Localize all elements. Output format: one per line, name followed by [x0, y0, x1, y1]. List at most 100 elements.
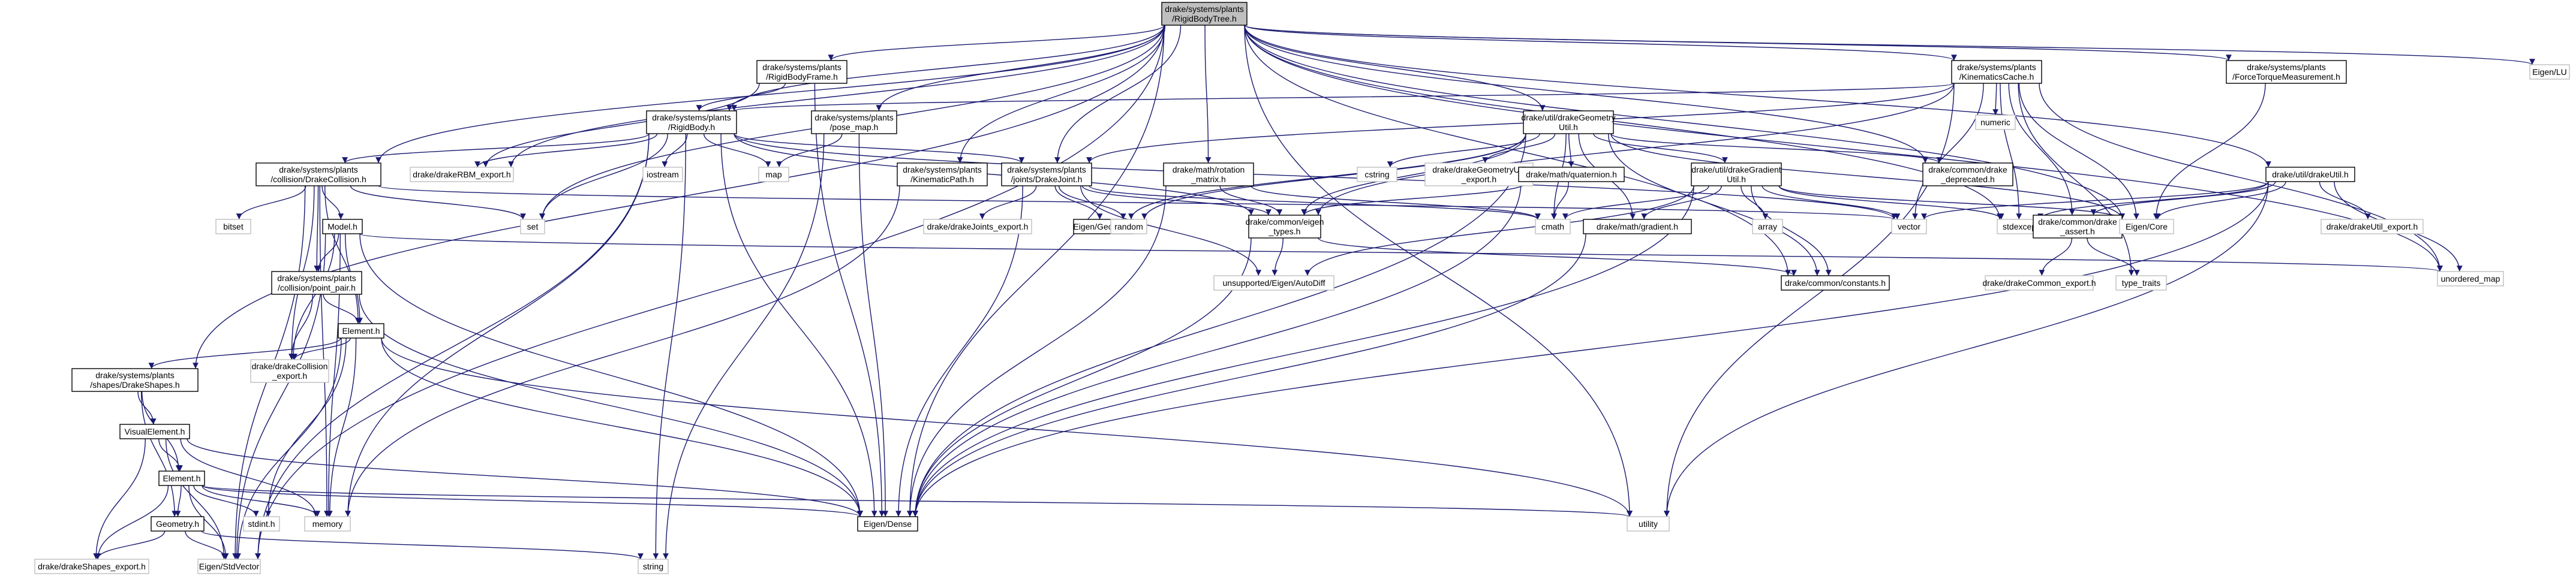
file-node-drakecoll[interactable]: drake/systems/plants/collision/DrakeColl… — [256, 162, 381, 186]
node-box — [811, 110, 897, 134]
node-box — [250, 359, 329, 383]
node-label: drake/common/drake — [2038, 217, 2117, 227]
node-box — [215, 219, 251, 234]
node-label: Eigen/LU — [2532, 67, 2567, 77]
file-node-memory: memory — [304, 516, 351, 532]
dependency-edge — [1593, 133, 1728, 164]
file-node-model[interactable]: Model.h — [322, 219, 363, 234]
file-node-kinpath[interactable]: drake/systems/plants/KinematicPath.h — [897, 162, 988, 186]
node-label: VisualElement.h — [125, 427, 185, 436]
node-label: drake/drakeCommon_export.h — [1982, 278, 2096, 288]
node-label: numeric — [1980, 117, 2010, 127]
file-node-deprecated[interactable]: drake/common/drake_deprecated.h — [1922, 162, 2013, 186]
dependency-edge — [359, 233, 2442, 272]
file-node-geomutil[interactable]: drake/util/drakeGeometryUtil.h — [1521, 110, 1616, 134]
file-node-visualelem[interactable]: VisualElement.h — [119, 424, 190, 439]
file-node-numeric: numeric — [1975, 114, 2016, 130]
file-node-element1[interactable]: Element.h — [338, 323, 384, 339]
file-node-drakeutil[interactable]: drake/util/drakeUtil.h — [2265, 167, 2355, 182]
node-label: /shapes/DrakeShapes.h — [90, 380, 179, 390]
dependency-edge — [1054, 185, 1103, 220]
node-box — [2033, 215, 2123, 239]
node-label: Util.h — [1559, 122, 1578, 132]
dependency-edge — [814, 83, 885, 517]
file-node-rbframe[interactable]: drake/systems/plants/RigidBodyFrame.h — [756, 60, 847, 84]
node-box — [2529, 64, 2570, 80]
file-node-kincache[interactable]: drake/systems/plants/KinematicsCache.h — [1951, 60, 2042, 84]
node-label: drake/common/drake — [1928, 165, 2007, 174]
dependency-edge — [381, 337, 863, 517]
file-node-drakeshapes[interactable]: drake/systems/plants/shapes/DrakeShapes.… — [71, 368, 199, 392]
node-box — [1248, 215, 1321, 239]
dependency-edge — [321, 185, 344, 220]
file-node-root[interactable]: drake/systems/plants/RigidBodyTree.h — [1161, 2, 1248, 26]
node-box — [897, 162, 988, 186]
node-box — [1518, 167, 1625, 182]
dependency-edge — [1921, 181, 2269, 220]
node-label: drake/drakeCollision — [252, 361, 328, 371]
file-node-ftm[interactable]: drake/systems/plants/ForceTorqueMeasurem… — [2226, 60, 2347, 84]
file-node-geometry[interactable]: Geometry.h — [151, 516, 205, 532]
node-box — [1535, 219, 1571, 234]
dependency-edge — [158, 438, 183, 472]
dependency-edge — [876, 25, 1165, 111]
dependency-edge — [508, 25, 1165, 168]
file-node-quaternion[interactable]: drake/math/quaternion.h — [1518, 167, 1625, 182]
node-label: drake/systems/plants — [814, 113, 894, 122]
dependency-edge — [2008, 83, 2075, 216]
file-node-gradient[interactable]: drake/math/gradient.h — [1583, 219, 1692, 234]
dependency-edge — [1141, 133, 1526, 220]
node-label: /pose_map.h — [830, 122, 879, 132]
node-label: drake/systems/plants — [95, 370, 175, 380]
file-node-rotmat[interactable]: drake/math/rotation_matrix.h — [1163, 162, 1254, 186]
dependency-edge — [2090, 181, 2276, 216]
dependency-edge — [912, 181, 1522, 517]
dependency-edge — [187, 438, 863, 517]
file-node-stdint: stdint.h — [243, 516, 280, 532]
file-node-eigendense[interactable]: Eigen/Dense — [857, 516, 918, 532]
file-node-shapesexport: drake/drakeShapes_export.h — [34, 559, 149, 574]
dependency-edge — [539, 133, 668, 220]
dependency-edge — [1992, 83, 1999, 116]
dependency-edge — [1219, 185, 1283, 216]
dependency-edge — [137, 391, 157, 425]
file-node-unorderedmap: unordered_map — [2437, 271, 2504, 287]
dependency-edge — [1778, 185, 2004, 220]
node-box — [1583, 219, 1692, 234]
file-node-constants[interactable]: drake/common/constants.h — [1781, 275, 1890, 291]
dependency-edge — [1610, 133, 2125, 220]
file-node-drakejoint[interactable]: drake/systems/plants/joints/DrakeJoint.h — [1001, 162, 1092, 186]
node-box — [158, 471, 205, 486]
dependency-edge — [188, 485, 229, 560]
file-node-posemap[interactable]: drake/systems/plants/pose_map.h — [811, 110, 897, 134]
file-node-geomutilexport: drake/drakeGeometryUtil_export.h — [1424, 162, 1534, 186]
node-label: array — [1758, 222, 1777, 231]
node-label: /RigidBodyTree.h — [1172, 14, 1237, 23]
node-label: /KinematicPath.h — [910, 174, 974, 184]
file-node-drakeassert[interactable]: drake/common/drake_assert.h — [2033, 215, 2123, 239]
file-node-eigentypes[interactable]: drake/common/eigen_types.h — [1246, 215, 1324, 239]
file-node-rigidbody[interactable]: drake/systems/plants/RigidBody.h — [646, 110, 737, 134]
dependency-edge — [2037, 181, 2269, 220]
dependency-edge — [319, 185, 330, 517]
dependency-edge — [1741, 185, 1769, 220]
dependency-edge — [1089, 185, 1541, 220]
node-box — [197, 559, 261, 574]
node-box — [2265, 167, 2355, 182]
file-node-typetraits: type_traits — [2115, 275, 2167, 291]
file-node-rbmexport: drake/drakeRBM_export.h — [410, 167, 514, 182]
dependency-edge — [140, 391, 178, 517]
file-node-element2[interactable]: Element.h — [158, 471, 205, 486]
dependency-edge — [323, 294, 361, 324]
node-label: stdint.h — [248, 519, 275, 529]
dependency-edge — [1568, 133, 1574, 168]
node-box — [1781, 275, 1890, 291]
node-box — [1001, 162, 1092, 186]
file-node-pointpair[interactable]: drake/systems/plants/collision/point_pai… — [271, 271, 362, 295]
dependency-edge — [1244, 25, 1957, 61]
node-label: unsupported/Eigen/AutoDiff — [1223, 278, 1325, 288]
node-label: _export.h — [1461, 174, 1496, 184]
dependency-edge — [696, 83, 786, 111]
node-label: vector — [1898, 222, 1920, 231]
